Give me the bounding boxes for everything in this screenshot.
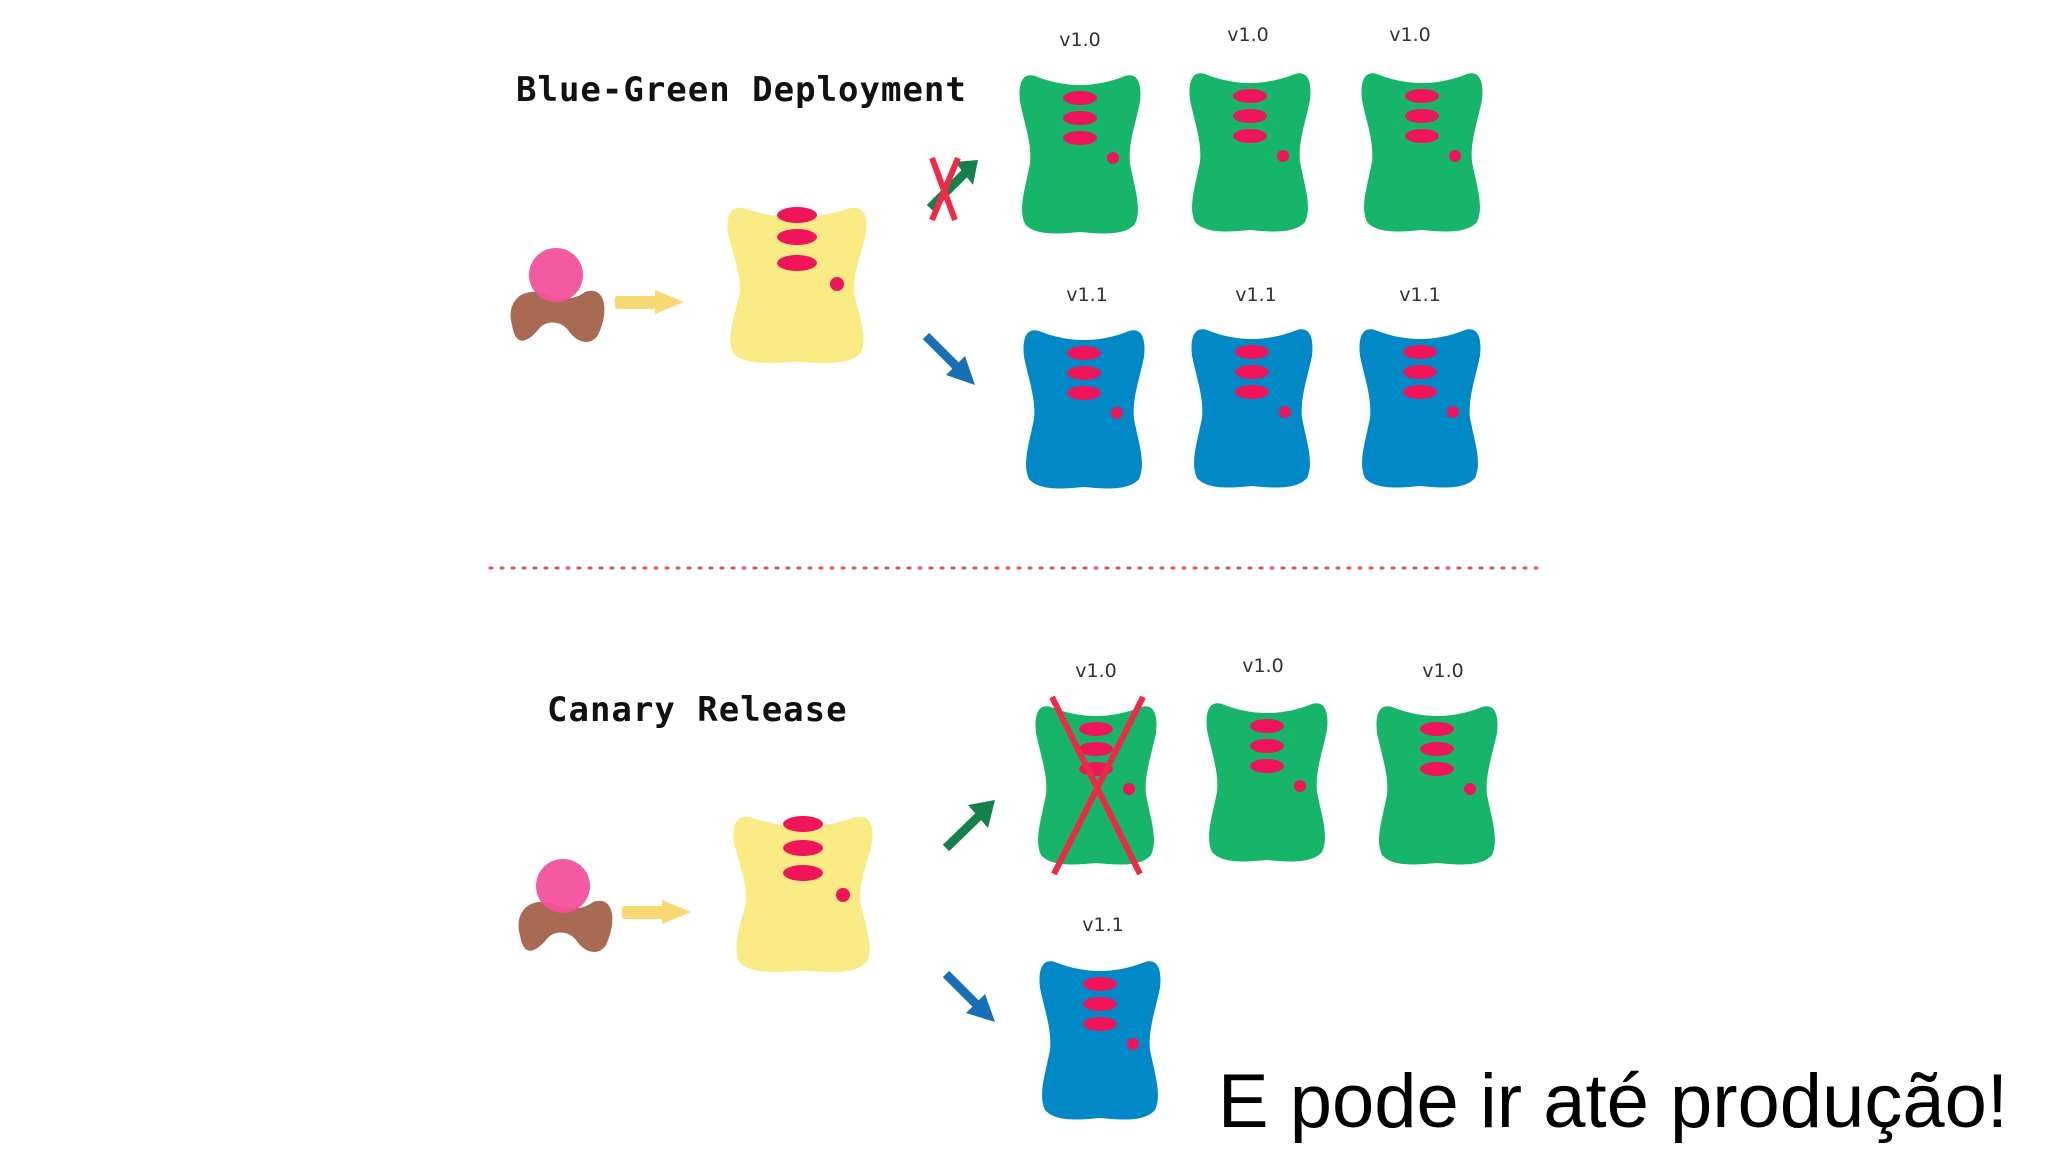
pod-slot — [1233, 89, 1267, 103]
pod-dot — [1464, 783, 1476, 795]
pod-slot — [1403, 385, 1437, 399]
server-pod-v1-0 — [1019, 75, 1141, 234]
pod-slot — [1235, 365, 1269, 379]
pod-dot — [1447, 406, 1459, 418]
pod-dot — [1107, 152, 1119, 164]
arrow-user-to-router-top — [615, 290, 684, 314]
server-pod-v1-0 — [1189, 73, 1311, 232]
pod-slot — [1250, 719, 1284, 733]
pod-dot — [1279, 406, 1291, 418]
server-pod-v1-0 — [1361, 73, 1483, 232]
server-pod-v1-0 — [1376, 706, 1498, 865]
server-pod-v1-1 — [1039, 961, 1161, 1120]
caption-text: E pode ir até produção! — [1217, 1059, 2008, 1144]
arrow-user-to-router-bottom — [622, 900, 691, 924]
version-label: v1.0 — [1227, 24, 1269, 46]
version-label: v1.0 — [1059, 29, 1101, 51]
router-top-slots — [777, 207, 844, 291]
pod-slot — [1403, 345, 1437, 359]
pod-slot — [1405, 109, 1439, 123]
pod-dot — [1449, 150, 1461, 162]
pod-dot — [1277, 150, 1289, 162]
pod-slot — [1083, 1017, 1117, 1031]
pod-slot — [1420, 762, 1454, 776]
pod-dot — [1127, 1038, 1139, 1050]
pod-slot — [1235, 345, 1269, 359]
version-label: v1.1 — [1235, 284, 1277, 306]
pod-slot — [1067, 346, 1101, 360]
pod-slot — [1405, 89, 1439, 103]
arrow-green-bottom — [942, 800, 995, 852]
arrow-blue-bottom — [942, 970, 995, 1022]
user-icon-top — [510, 248, 605, 342]
cross-icon-canary — [1049, 695, 1146, 876]
version-label: v1.1 — [1399, 284, 1441, 306]
pod-slot — [1083, 997, 1117, 1011]
version-label: v1.0 — [1422, 660, 1464, 682]
arrow-green-blocked — [926, 160, 978, 212]
user-head-shape — [536, 859, 590, 913]
user-body-shape — [518, 900, 613, 952]
pod-slot — [1420, 722, 1454, 736]
canary-title: Canary Release — [547, 690, 848, 730]
pod-slot — [1063, 131, 1097, 145]
pod-dot — [1294, 780, 1306, 792]
pod-slot — [1403, 365, 1437, 379]
pod-slot — [1067, 366, 1101, 380]
pod-slot — [1233, 109, 1267, 123]
user-head-shape — [529, 248, 583, 302]
user-icon-bottom — [518, 859, 613, 952]
router-bottom-slots — [783, 816, 850, 902]
server-pod-v1-1 — [1191, 329, 1313, 488]
version-label: v1.0 — [1075, 660, 1117, 682]
server-pod-v1-1 — [1359, 329, 1481, 488]
pod-slot — [1083, 977, 1117, 991]
pod-slot — [1063, 111, 1097, 125]
pod-dot — [1123, 783, 1135, 795]
pod-slot — [1063, 91, 1097, 105]
pod-slot — [1250, 739, 1284, 753]
server-pod-v1-1 — [1023, 330, 1145, 489]
pod-dot — [1111, 407, 1123, 419]
server-pod-v1-0 — [1206, 703, 1328, 862]
version-label: v1.0 — [1242, 655, 1284, 677]
pod-slot — [1079, 722, 1113, 736]
pod-slot — [1067, 386, 1101, 400]
blue-green-title: Blue-Green Deployment — [516, 70, 967, 110]
pod-slot — [1405, 129, 1439, 143]
version-label: v1.1 — [1082, 914, 1124, 936]
version-label: v1.0 — [1389, 24, 1431, 46]
cross-icon-top — [929, 156, 961, 222]
pod-slot — [1420, 742, 1454, 756]
user-body-shape — [510, 290, 605, 342]
pod-slot — [1079, 742, 1113, 756]
pod-slot — [1233, 129, 1267, 143]
version-label: v1.1 — [1066, 284, 1108, 306]
arrow-blue-top — [922, 332, 975, 385]
pod-slot — [1235, 385, 1269, 399]
pod-slot — [1250, 759, 1284, 773]
